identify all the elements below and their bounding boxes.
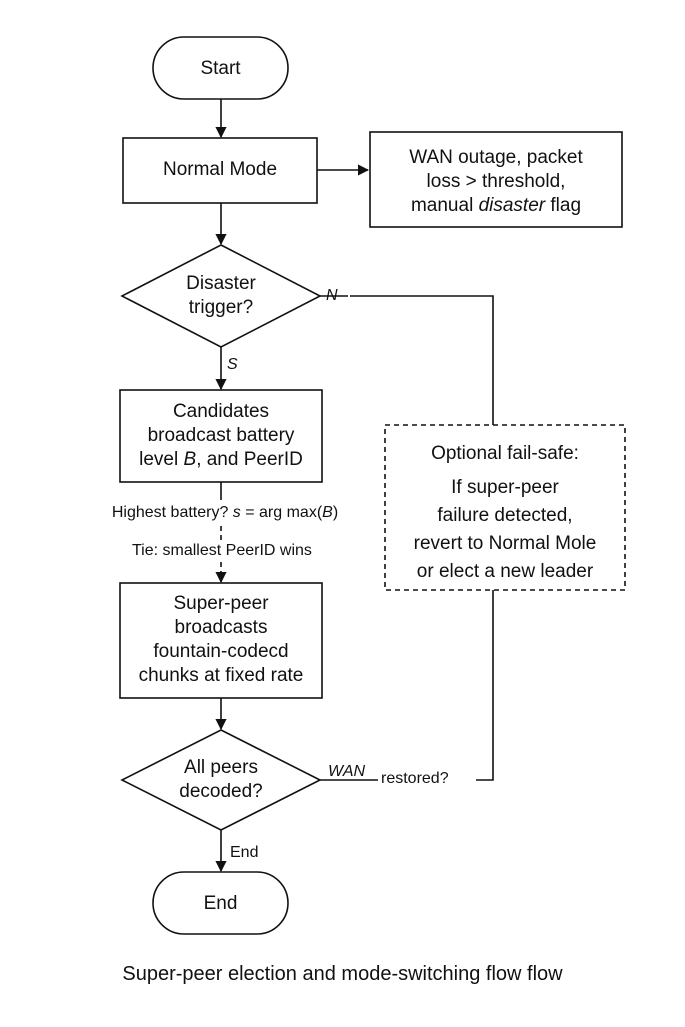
triggers-box bbox=[369, 131, 623, 228]
failsafe-label: Optional fail-safe: If super-peer failur… bbox=[413, 443, 597, 582]
yes-edge-label: S bbox=[227, 356, 238, 373]
decoded-decision-label: All peers decoded? bbox=[179, 757, 263, 802]
triggers-line3: manual disaster flag bbox=[410, 195, 582, 216]
restored-to-failsafe-line bbox=[476, 590, 494, 781]
disaster-decision-label: Disaster trigger? bbox=[186, 273, 256, 318]
end-edge-label: End bbox=[230, 844, 259, 861]
no-to-failsafe-line bbox=[350, 295, 494, 425]
candidates-label: Candidates broadcast battery level B, an… bbox=[139, 401, 303, 470]
triggers-label: WAN outage, packet loss > threshold, man… bbox=[370, 146, 622, 218]
figure-caption: Super-peer election and mode-switching f… bbox=[122, 963, 563, 985]
no-edge-label: N bbox=[326, 287, 338, 304]
election-rule-label: Highest battery? s = arg max(B) bbox=[111, 504, 339, 521]
wan-edge-label: WAN bbox=[328, 763, 366, 780]
end-label: End bbox=[203, 893, 238, 914]
failsafe-box bbox=[384, 424, 626, 591]
super-peer-label: Super-peer broadcasts fountain-codecd ch… bbox=[138, 593, 304, 686]
normal-mode-label: Normal Mode bbox=[162, 159, 278, 180]
restored-edge-label: restored? bbox=[381, 770, 449, 787]
start-label: Start bbox=[200, 58, 241, 79]
tie-rule-label: Tie: smallest PeerID wins bbox=[132, 542, 312, 559]
triggers-line2: loss > threshold, bbox=[426, 171, 566, 192]
triggers-line1: WAN outage, packet bbox=[409, 147, 583, 168]
